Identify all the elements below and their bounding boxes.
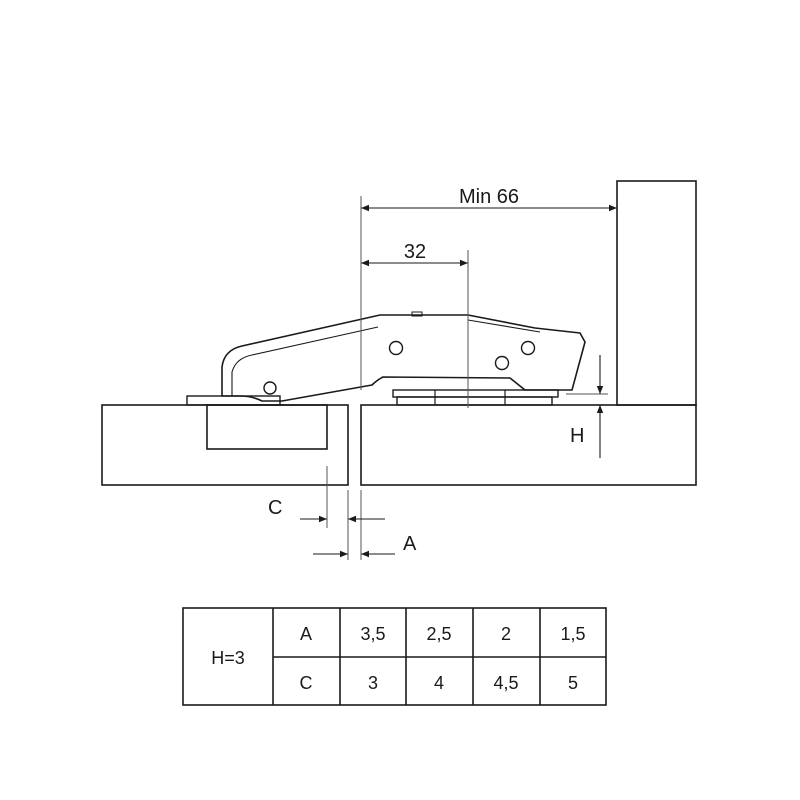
hinge-arm <box>221 314 586 402</box>
mounting-plate-base <box>396 396 553 406</box>
table-header-cell: H=3 <box>211 648 245 668</box>
table-row-a-value-3: 2 <box>501 624 511 644</box>
table-row-c-value-2: 4 <box>434 673 444 693</box>
dim-min66-label: Min 66 <box>459 186 519 208</box>
screw-3 <box>494 355 510 371</box>
dim-c-label: C <box>268 497 282 519</box>
table-row-c-label: C <box>300 673 313 693</box>
cabinet-side-panel <box>616 180 697 406</box>
table-row-a-label: A <box>300 624 312 644</box>
table-row-a-value-1: 3,5 <box>360 624 385 644</box>
spec-table <box>182 607 607 706</box>
table-row-c-value-4: 5 <box>568 673 578 693</box>
dim-h-label: H <box>570 425 584 447</box>
table-row-a-value-4: 1,5 <box>560 624 585 644</box>
hinge-cup <box>206 404 328 450</box>
mounting-plate <box>392 389 559 398</box>
screw-1 <box>388 340 404 356</box>
arm-tab <box>411 311 423 317</box>
pivot-pin <box>263 381 277 395</box>
table-row-a-value-2: 2,5 <box>426 624 451 644</box>
door-panel-left <box>101 404 349 486</box>
dim-a-label: A <box>403 533 417 555</box>
hinge-arm-inner-line <box>231 319 541 396</box>
dim-32-label: 32 <box>404 241 426 263</box>
table-row-c-value-1: 3 <box>368 673 378 693</box>
table-row-c-value-3: 4,5 <box>493 673 518 693</box>
door-panel-right <box>360 404 697 486</box>
screw-2 <box>520 340 536 356</box>
